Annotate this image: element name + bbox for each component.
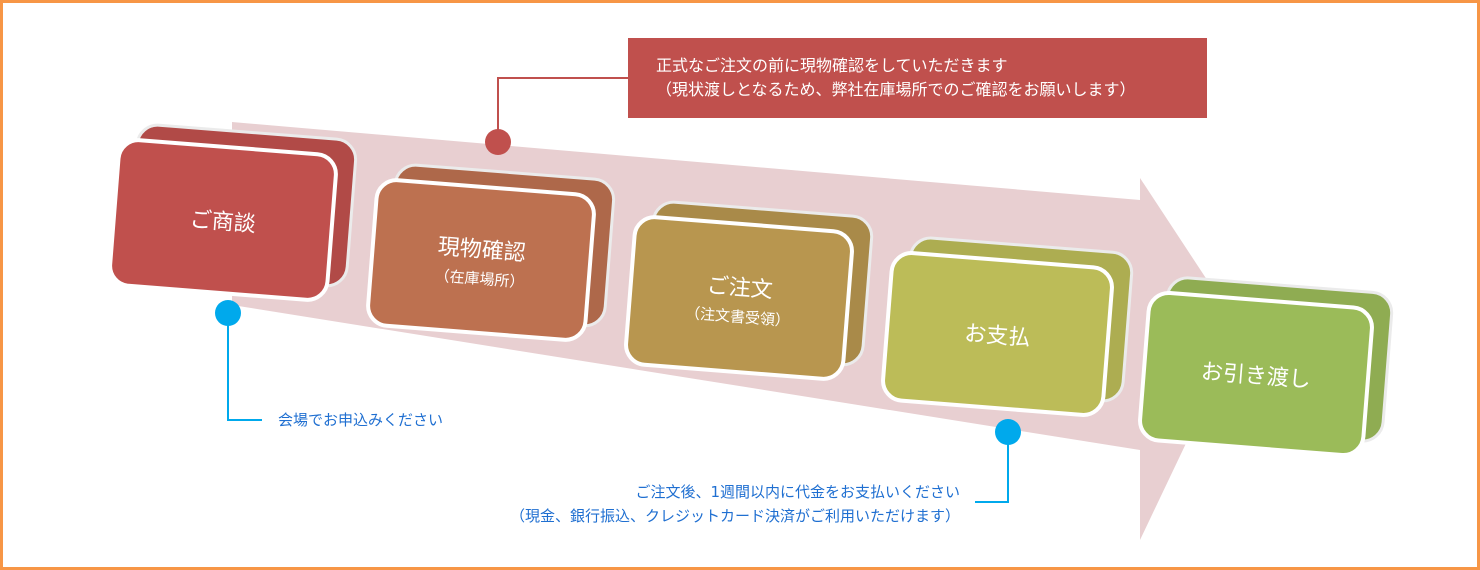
venue-note: 会場でお申込みください: [278, 411, 444, 429]
step-negotiation: ご商談: [106, 121, 359, 304]
payment-marker-dot: [995, 419, 1021, 445]
step-payment: お支払: [879, 234, 1135, 419]
step-title: お支払: [963, 321, 1032, 352]
payment-note: ご注文後、1週間以内に代金をお支払いください （現金、銀行振込、クレジットカード…: [510, 480, 960, 528]
confirm-note: 正式なご注文の前に現物確認をしていただきます （現状渡しとなるため、弊社在庫場所…: [628, 38, 1207, 118]
step-title: お引き渡し: [1199, 359, 1312, 394]
confirm-note-line1: 正式なご注文の前に現物確認をしていただきます: [656, 56, 1008, 75]
confirm-note-line2: （現状渡しとなるため、弊社在庫場所でのご確認をお願いします）: [656, 80, 1136, 99]
confirm-marker-dot: [485, 129, 511, 155]
payment-note-line1: ご注文後、1週間以内に代金をお支払いください: [635, 483, 960, 501]
step-subtitle: （注文書受領）: [684, 303, 791, 330]
step-delivery: お引き渡し: [1136, 274, 1395, 459]
payment-note-line2: （現金、銀行振込、クレジットカード決済がご利用いただけます）: [509, 507, 960, 525]
venue-connector-line: [227, 313, 262, 421]
step-inspection: 現物確認 （在庫場所）: [364, 161, 617, 344]
step-subtitle: （在庫場所）: [433, 265, 526, 291]
venue-marker-dot: [215, 300, 241, 326]
step-title: 現物確認: [436, 234, 527, 266]
payment-connector-line: [975, 432, 1009, 503]
step-order: ご注文 （注文書受領）: [622, 198, 875, 383]
step-title: ご商談: [188, 207, 257, 238]
confirm-connector-line: [497, 77, 628, 142]
step-title: ご注文: [705, 272, 774, 304]
